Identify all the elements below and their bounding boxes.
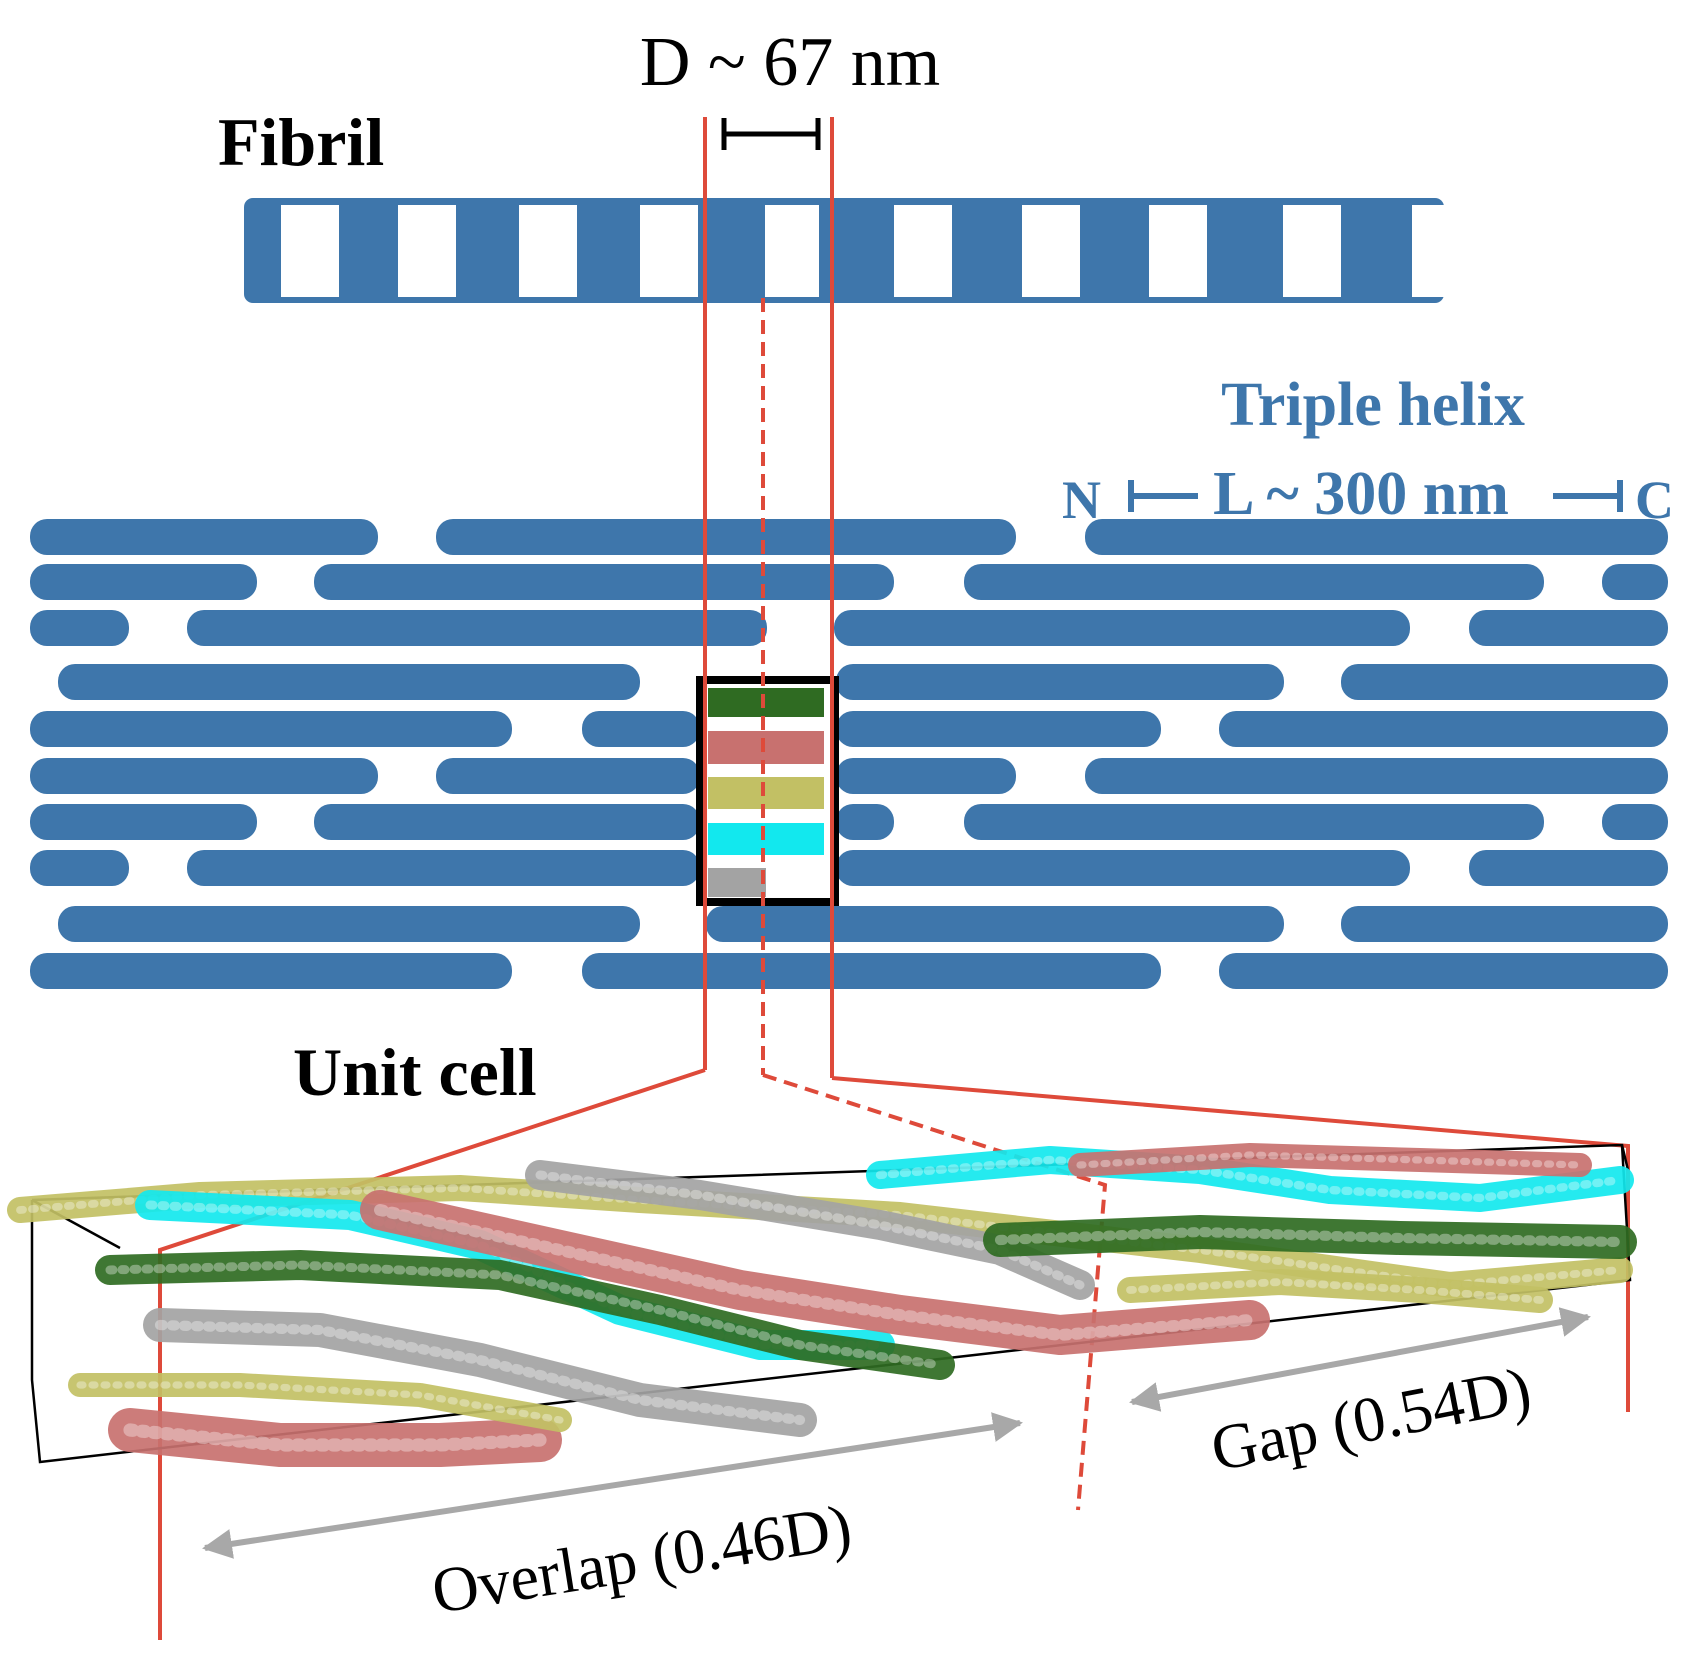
collagen-molecule-bar	[1602, 804, 1668, 840]
chain-pink-band	[708, 731, 824, 764]
collagen-molecule-bar	[1602, 564, 1668, 600]
chain-bead-texture	[76, 1381, 564, 1424]
collagen-molecule-bar	[30, 519, 378, 555]
collagen-molecule-bar	[582, 711, 700, 747]
collagen-molecule-bar	[834, 610, 1410, 646]
overlap-arrow	[202, 1412, 1023, 1559]
collagen-molecule-bar	[1219, 711, 1668, 747]
collagen-molecule-bar	[836, 850, 1410, 886]
fibril-gap-band	[519, 205, 577, 297]
collagen-molecule-bar	[187, 610, 767, 646]
collagen-molecule-bar	[1085, 758, 1668, 794]
collagen-molecule-bar	[58, 906, 640, 942]
length-dimension-left	[1128, 480, 1198, 512]
collagen-molecule-bar	[836, 711, 1161, 747]
collagen-molecule-bar	[436, 519, 1016, 555]
overlap-label: Overlap (0.46D)	[427, 1491, 856, 1627]
collagen-molecule-bar	[964, 564, 1544, 600]
collagen-molecule-bar	[30, 850, 129, 886]
collagen-molecule-bar	[706, 906, 1284, 942]
chain-bead-texture	[154, 1319, 806, 1426]
chain-green-band	[708, 688, 824, 717]
chain-strand	[1117, 1269, 1553, 1313]
collagen-molecule-bar	[30, 758, 378, 794]
collagen-molecule-bar	[436, 758, 700, 794]
chain-strand	[360, 1190, 1270, 1355]
chain-strand	[95, 1250, 955, 1380]
chain-bead-texture	[105, 1260, 945, 1370]
fibril-label: Fibril	[218, 104, 384, 180]
chain-strand	[866, 1146, 1634, 1212]
n-terminus-label: N	[1062, 470, 1101, 530]
fibril-gap-band	[281, 205, 339, 297]
collagen-molecule-bar	[1219, 953, 1668, 989]
collagen-molecule-bar	[1469, 850, 1668, 886]
chain-bead-texture	[1076, 1151, 1584, 1169]
fibril-gap-band	[398, 205, 456, 297]
triple-helix-label: Triple helix	[1221, 371, 1525, 439]
period-label: D ~ 67 nm	[640, 24, 940, 101]
period-dimension-bar	[721, 118, 821, 150]
unit-cell-box	[696, 676, 839, 906]
collagen-molecule-bar	[1469, 610, 1668, 646]
chain-strand	[68, 1373, 572, 1432]
guide-lines	[158, 117, 1630, 1640]
collagen-molecule-bar	[30, 564, 257, 600]
collagen-molecule-bar	[30, 804, 257, 840]
collagen-molecule-bar	[30, 711, 512, 747]
chain-bead-texture	[374, 1204, 1256, 1342]
fibril-end-notch	[1412, 205, 1446, 297]
collagen-molecule-bar	[1341, 906, 1668, 942]
fibril-gap-band	[1022, 205, 1080, 297]
collagen-molecule-bar	[836, 758, 1016, 794]
collagen-molecule-bar	[314, 564, 894, 600]
fibril-gap-band	[1283, 205, 1341, 297]
chain-strand	[525, 1160, 1095, 1300]
chain-strand	[143, 1308, 817, 1437]
chain-bead-texture	[994, 1226, 1626, 1248]
chain-bead-texture	[1126, 1278, 1544, 1304]
molecular-chains	[7, 1143, 1637, 1467]
unit-cell-label: Unit cell	[293, 1034, 537, 1110]
collagen-molecule-bar	[1085, 519, 1668, 555]
chain-bead-texture	[875, 1155, 1625, 1203]
collagen-molecule-bar	[314, 804, 700, 840]
collagen-molecule-bar	[58, 664, 640, 700]
collagen-molecule-bar	[836, 804, 894, 840]
fibril-gap-band	[894, 205, 952, 297]
chain-strand	[983, 1215, 1637, 1259]
chain-yellow-band	[708, 777, 824, 809]
staggered-molecules	[30, 519, 1668, 989]
collagen-molecule-bar	[836, 664, 1284, 700]
chain-gray-band	[708, 868, 766, 897]
chain-cyan-band	[708, 823, 824, 855]
length-label: L ~ 300 nm	[1213, 460, 1509, 528]
chain-strand	[1068, 1143, 1592, 1177]
chain-bead-texture	[535, 1170, 1085, 1290]
collagen-molecule-bar	[964, 804, 1544, 840]
gap-label: Gap (0.54D)	[1205, 1353, 1536, 1484]
collagen-molecule-bar	[1341, 664, 1668, 700]
fibril-gap-band	[765, 205, 819, 297]
gap-arrow	[1129, 1307, 1591, 1412]
fibril-gap-band	[1149, 205, 1207, 297]
fibril-bar	[244, 198, 1446, 303]
collagen-molecule-bar	[30, 953, 512, 989]
collagen-molecule-bar	[187, 850, 700, 886]
collagen-molecule-bar	[582, 953, 1161, 989]
fibril-gap-band	[640, 205, 698, 297]
length-dimension-right	[1553, 480, 1623, 512]
collagen-molecule-bar	[30, 610, 129, 646]
